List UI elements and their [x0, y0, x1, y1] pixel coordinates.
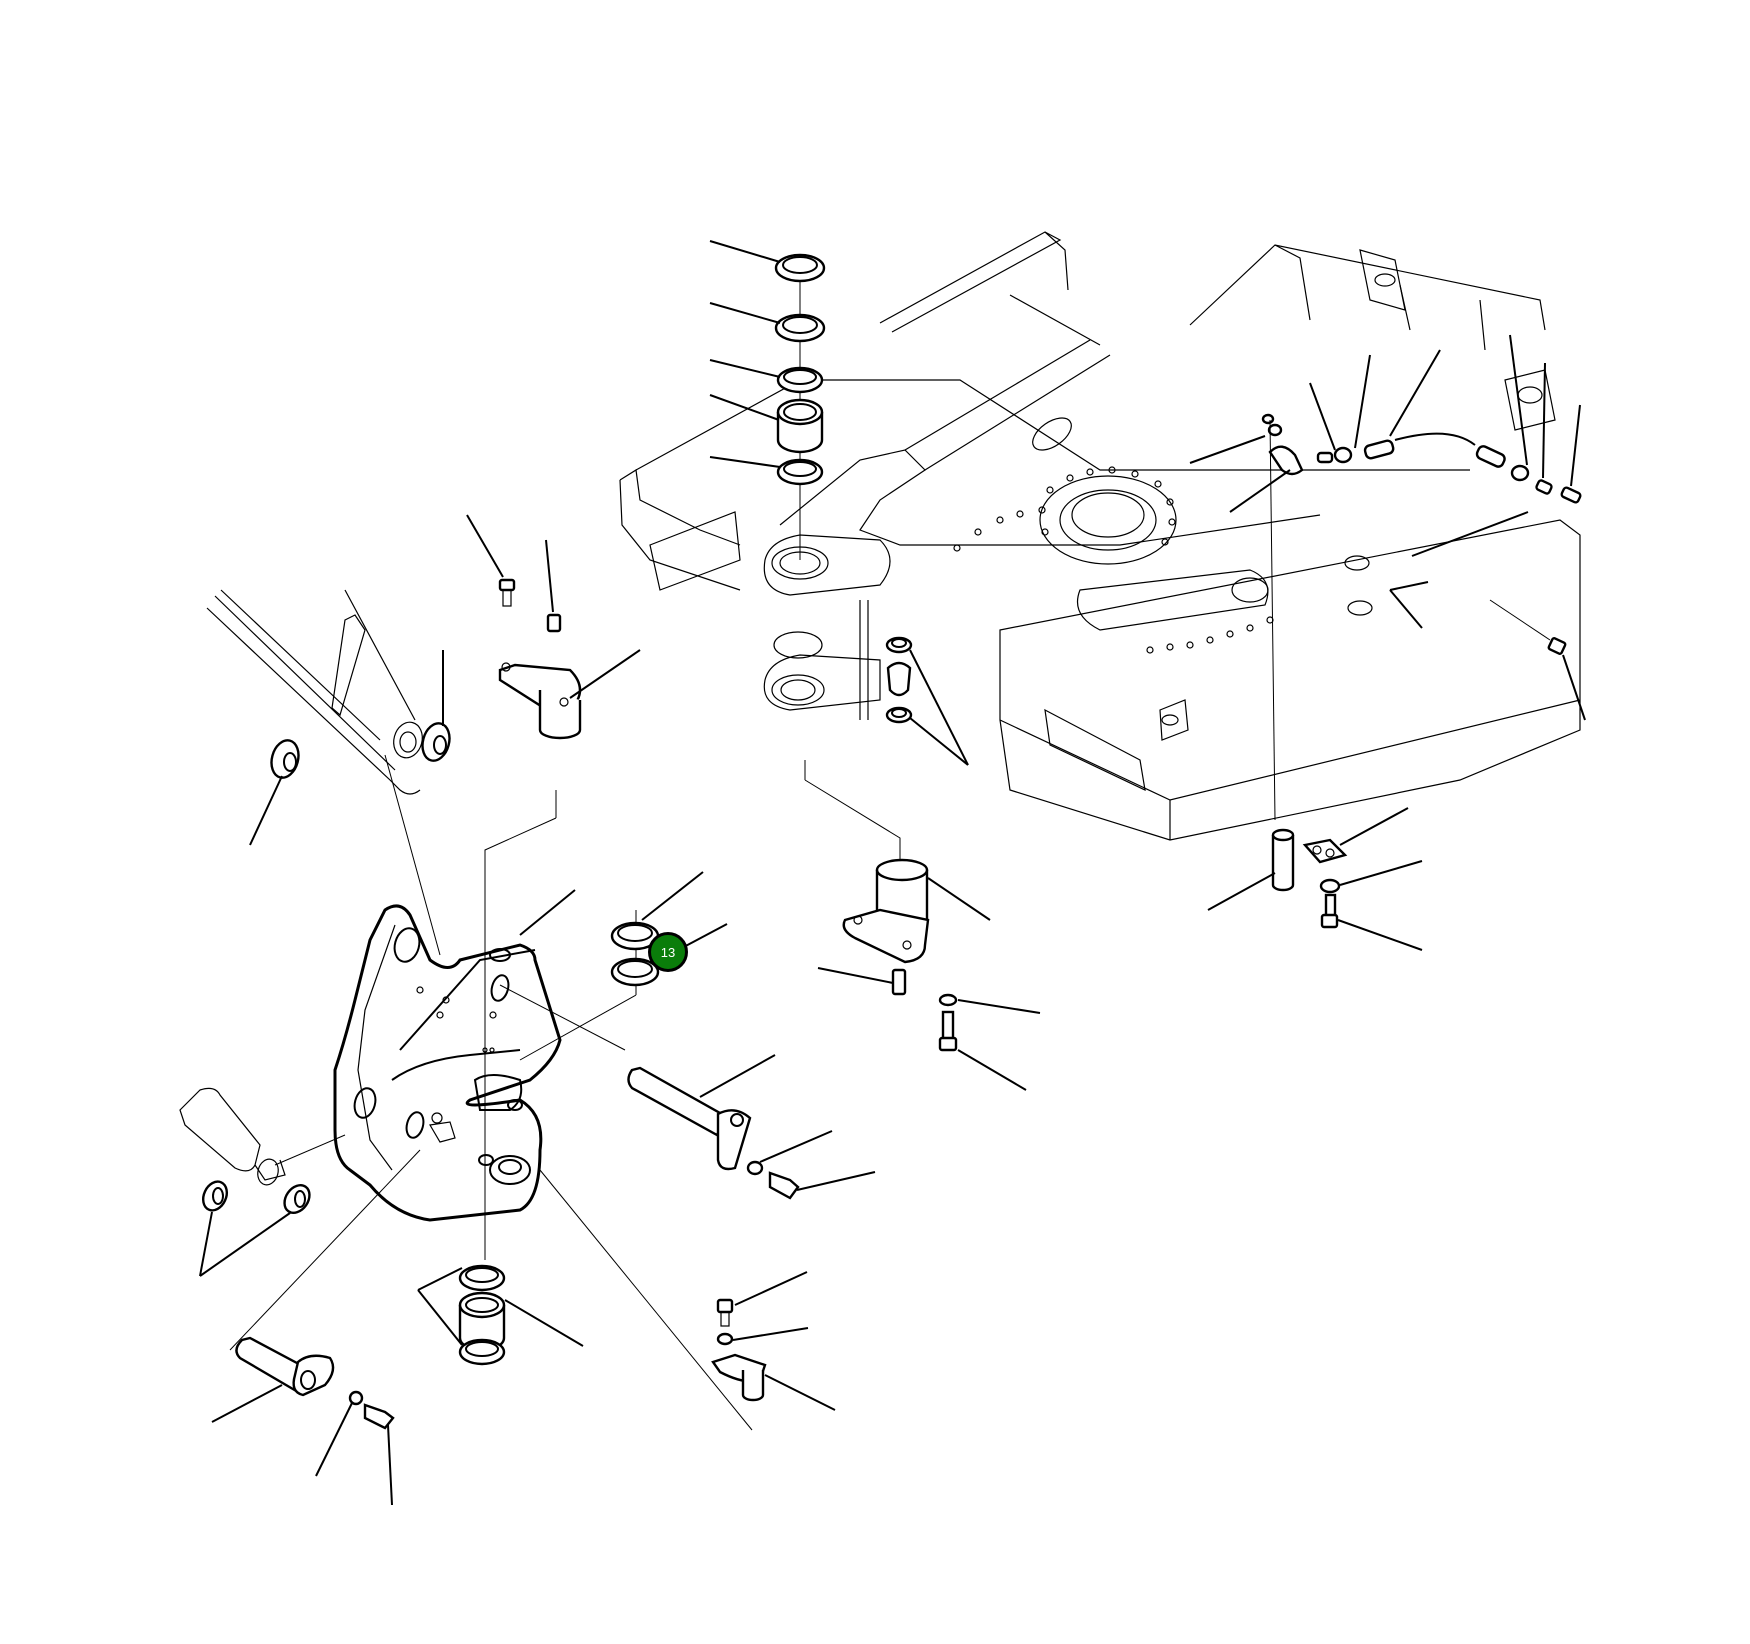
bushing	[776, 398, 824, 454]
seal-ring	[774, 313, 826, 343]
bushing-stack-top	[709, 240, 826, 560]
swing-post-seals	[885, 636, 969, 766]
thrust-washer	[421, 722, 451, 762]
grease-fitting-right	[1489, 599, 1586, 721]
frame-holes	[953, 510, 1274, 654]
swing-bracket	[229, 889, 753, 1431]
seal-ring	[776, 458, 824, 486]
thrust-washer	[270, 739, 300, 779]
swing-ring-bolt-holes	[1038, 466, 1176, 546]
upper-pin-assembly	[466, 514, 641, 1050]
pin-and-lock-plate	[1207, 807, 1423, 951]
upper-frame	[619, 231, 1581, 841]
swing-post	[763, 534, 891, 720]
seal-rings-pair	[519, 871, 728, 1061]
seal-ring	[774, 253, 826, 283]
swing-cylinder-pin-plate	[804, 760, 1041, 1091]
callout-label: 13	[660, 944, 676, 960]
shim-ring	[776, 366, 824, 394]
hydraulic-line	[1189, 334, 1582, 821]
swing-cylinder-rod-end	[179, 1087, 311, 1277]
pivot-pin-middle	[627, 1054, 876, 1200]
lower-pin-assembly	[711, 1271, 836, 1411]
bushing-stack-bottom	[417, 1264, 584, 1366]
boom-foot	[206, 589, 451, 956]
pivot-pin-left	[211, 1336, 395, 1506]
callout-badge-13[interactable]: 13	[648, 932, 688, 972]
